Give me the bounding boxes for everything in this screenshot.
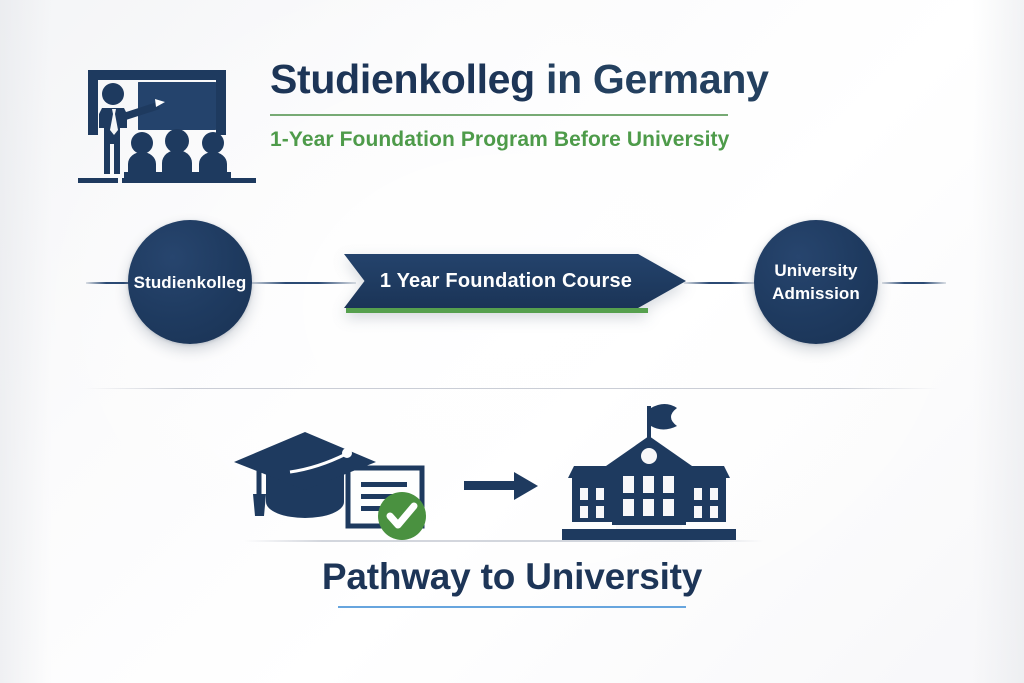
header-block: Studienkolleg in Germany 1-Year Foundati…: [78, 52, 968, 192]
flow-diagram: Studienkolleg 1 Year Foundation Course U…: [0, 218, 1024, 368]
title-underline-rule: [270, 114, 728, 116]
pathway-section: Pathway to University: [0, 398, 1024, 628]
flow-node-studienkolleg-label: Studienkolleg: [133, 272, 247, 292]
banner-green-stripe: [346, 308, 648, 313]
banner-shape: [344, 254, 686, 308]
connector-line-right-edge: [882, 282, 946, 284]
university-building-icon: [556, 398, 742, 544]
graduation-cap-certificate-icon: [228, 424, 450, 542]
title-secondary: in Germany: [534, 56, 769, 102]
classroom-teaching-icon: [78, 58, 260, 188]
ground-shadow-line: [244, 540, 764, 542]
end-node-line-1: University: [774, 261, 858, 280]
title-primary: Studienkolleg: [270, 56, 535, 102]
connector-line-banner-to-circle: [684, 282, 756, 284]
right-arrow-icon: [464, 470, 542, 502]
section-divider: [84, 388, 940, 389]
title-group: Studienkolleg in Germany 1-Year Foundati…: [270, 52, 960, 152]
pathway-caption-group: Pathway to University: [0, 556, 1024, 608]
pathway-caption: Pathway to University: [321, 556, 703, 597]
end-node-line-2: Admission: [772, 284, 860, 303]
connector-line-circle-to-banner: [248, 282, 356, 284]
flow-banner-foundation-course[interactable]: 1 Year Foundation Course: [344, 254, 686, 316]
banner-label: 1 Year Foundation Course: [379, 269, 633, 292]
connector-line-left-edge: [86, 282, 144, 284]
page-title: Studienkolleg in Germany: [270, 52, 960, 106]
flow-node-studienkolleg[interactable]: Studienkolleg: [128, 220, 252, 344]
page-subtitle: 1-Year Foundation Program Before Univers…: [270, 128, 730, 151]
pathway-underline-rule: [338, 606, 686, 608]
